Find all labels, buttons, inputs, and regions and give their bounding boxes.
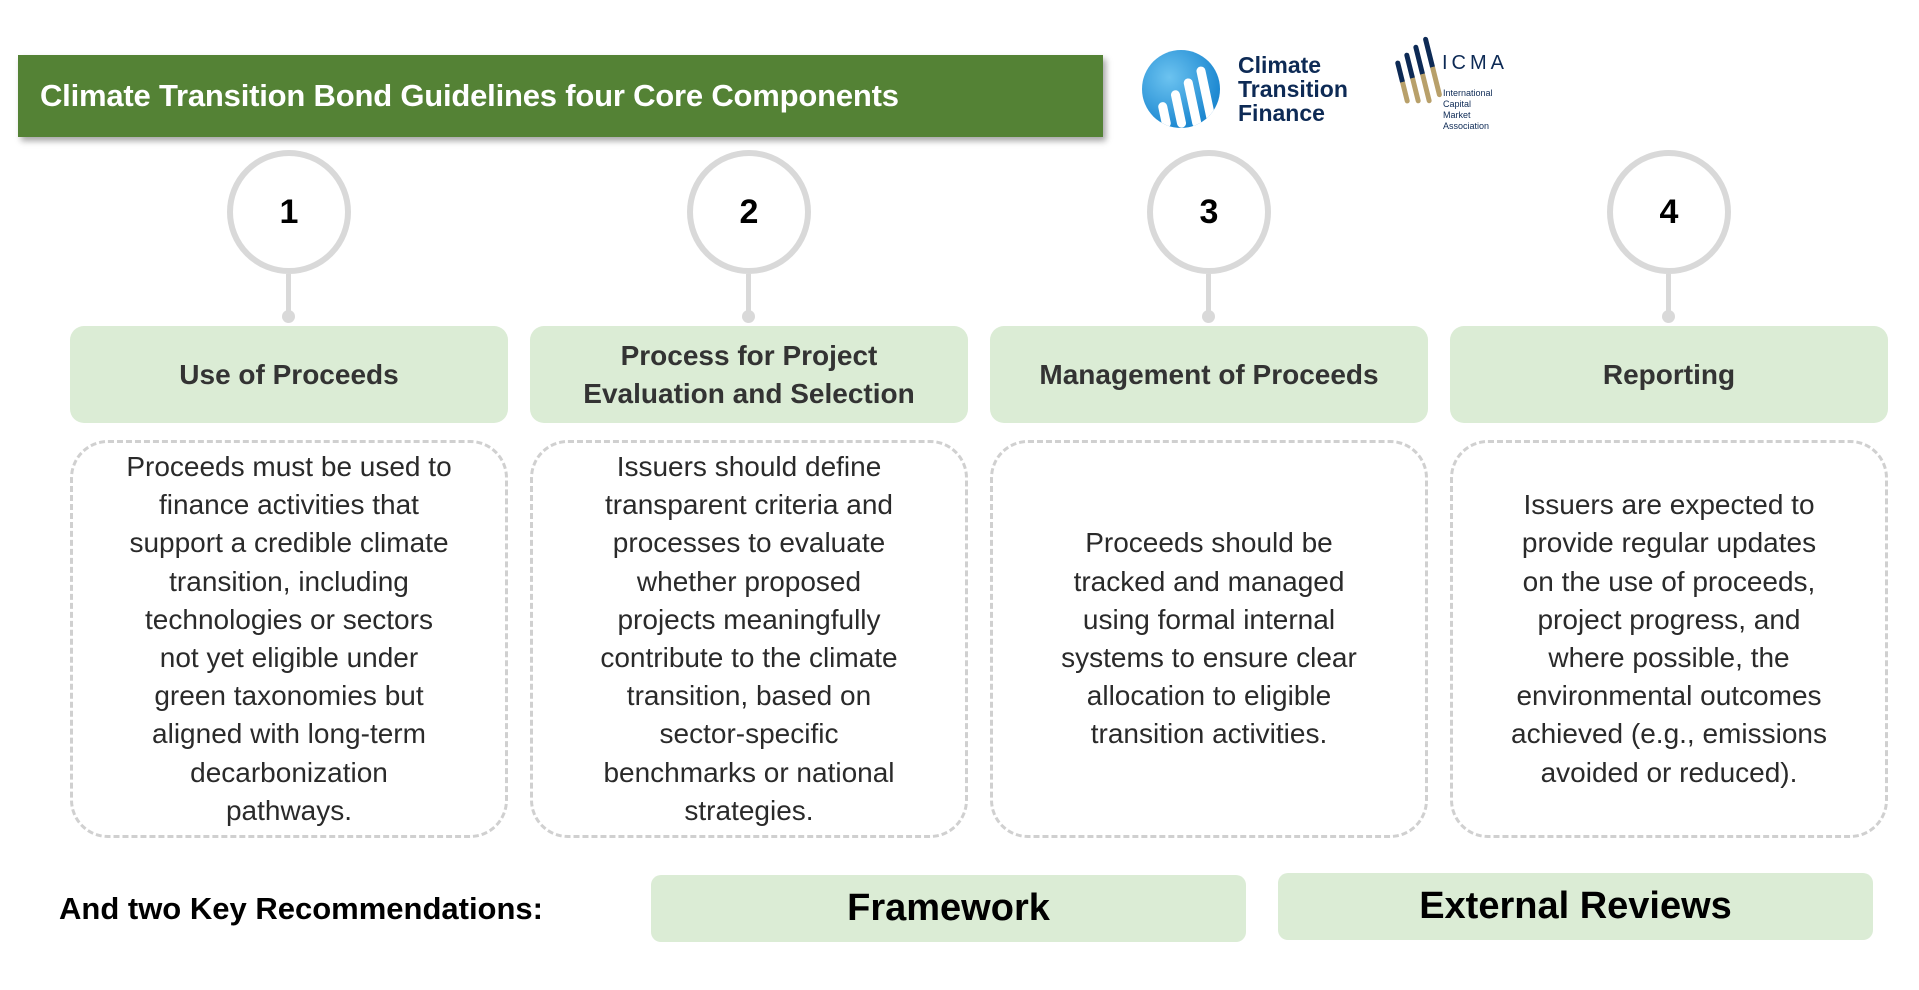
connector-dot <box>1202 310 1215 323</box>
globe-bars-icon <box>1142 50 1220 128</box>
step-number-circle: 3 <box>1147 150 1271 274</box>
component-title: Process for Project Evaluation and Selec… <box>530 326 968 423</box>
component-description: Issuers should define transparent criter… <box>530 440 968 838</box>
climate-transition-finance-logo: Climate Transition Finance <box>1142 50 1348 128</box>
component-title: Reporting <box>1450 326 1888 423</box>
step-number-circle: 4 <box>1607 150 1731 274</box>
component-description: Issuers are expected to provide regular … <box>1450 440 1888 838</box>
recommendation-framework: Framework <box>651 875 1246 942</box>
component-description: Proceeds must be used to finance activit… <box>70 440 508 838</box>
connector-line <box>1666 274 1671 314</box>
icma-name: ICMA <box>1442 52 1508 74</box>
ctf-line: Climate <box>1238 52 1322 78</box>
connector-line <box>746 274 751 314</box>
title-banner: Climate Transition Bond Guidelines four … <box>18 55 1103 137</box>
connector-dot <box>1662 310 1675 323</box>
page-title: Climate Transition Bond Guidelines four … <box>40 78 899 113</box>
connector-line <box>1206 274 1211 314</box>
step-number-circle: 1 <box>227 150 351 274</box>
recommendations-label: And two Key Recommendations: <box>59 891 543 926</box>
step-number-circle: 2 <box>687 150 811 274</box>
connector-line <box>286 274 291 314</box>
component-title: Use of Proceeds <box>70 326 508 423</box>
ctf-line: Transition <box>1238 76 1348 102</box>
component-title: Management of Proceeds <box>990 326 1428 423</box>
connector-dot <box>282 310 295 323</box>
connector-dot <box>742 310 755 323</box>
ctf-line: Finance <box>1238 100 1325 126</box>
component-description: Proceeds should be tracked and managed u… <box>990 440 1428 838</box>
ctf-logo-text: Climate Transition Finance <box>1238 53 1348 125</box>
recommendation-external-reviews: External Reviews <box>1278 873 1873 940</box>
